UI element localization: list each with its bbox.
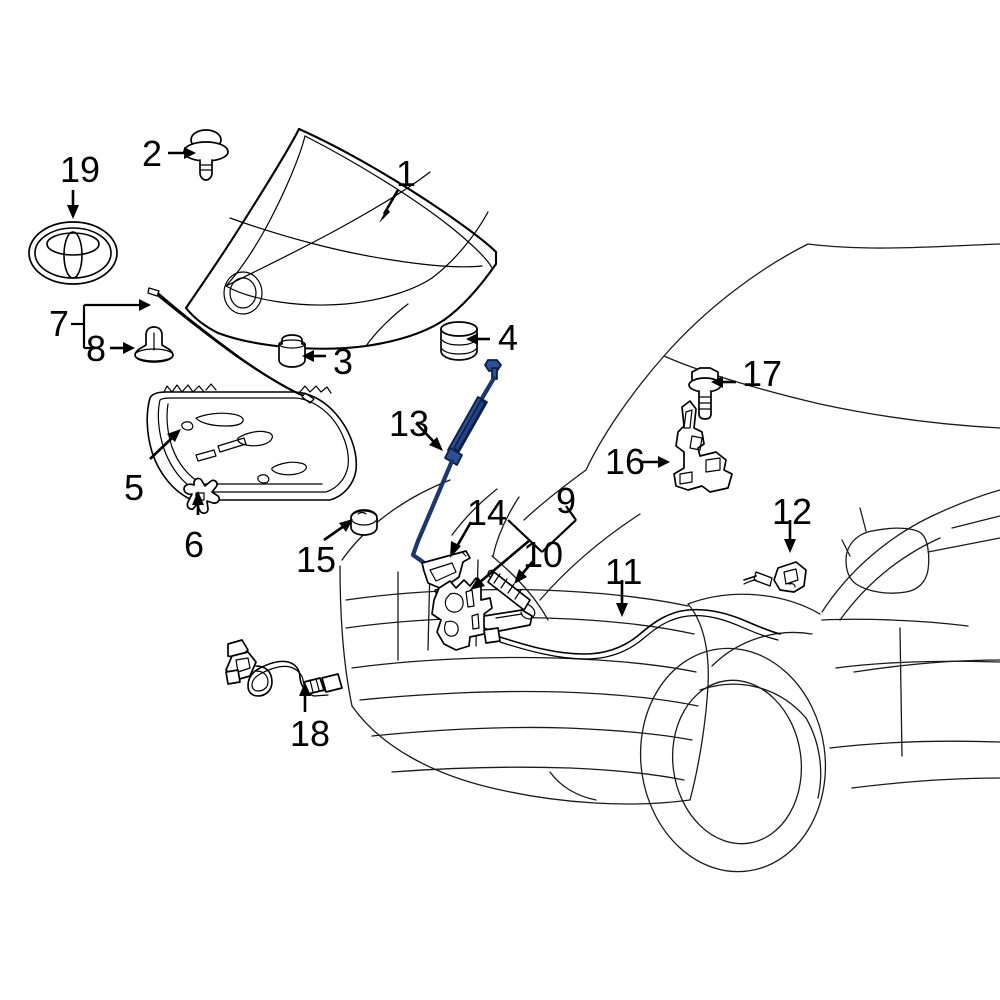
callout-number-7: 7 [49,303,70,344]
callout-number-4: 4 [498,317,519,358]
callout-number-15: 15 [296,539,337,580]
callout-number-12: 12 [772,491,813,532]
callout-number-19: 19 [60,149,101,190]
callout-number-14: 14 [467,492,508,533]
hood-insulator-panel [146,383,358,501]
hood-latch-spring [487,569,536,620]
callout-number-9: 9 [556,480,577,521]
hood-bolt-screw [183,129,229,181]
callout-number-3: 3 [333,341,354,382]
hood-cushion-retainer [440,321,478,361]
hood-release-cable [499,571,781,660]
callout-number-1: 1 [396,153,417,194]
weatherstrip-clip [134,326,174,363]
vehicle-body-outline [339,243,1000,873]
washer-nozzle-hose-assembly [225,639,343,697]
callout-number-16: 16 [605,441,646,482]
callout-number-5: 5 [124,467,145,508]
callout-number-8: 8 [86,328,107,369]
callout-number-2: 2 [142,133,163,174]
callout-leader-lines [67,147,796,712]
callout-number-10: 10 [523,534,564,575]
hood-panel-sub-assembly [184,127,498,350]
callout-number-6: 6 [184,524,205,565]
toyota-front-emblem [28,221,118,285]
callout-number-11: 11 [605,551,643,592]
hood-overslam-bumper [278,334,306,368]
insulator-clip [183,477,221,515]
callout-number-13: 13 [389,403,430,444]
hood-stopper-cushion [350,509,378,536]
callout-number-17: 17 [742,353,783,394]
hood-support-rod-prop [410,359,502,565]
cable-end-retainer-clamp [773,561,807,593]
callout-number-18: 18 [290,713,331,754]
hood-hinge-bracket [673,400,733,493]
hood-latch-assembly [431,577,533,651]
